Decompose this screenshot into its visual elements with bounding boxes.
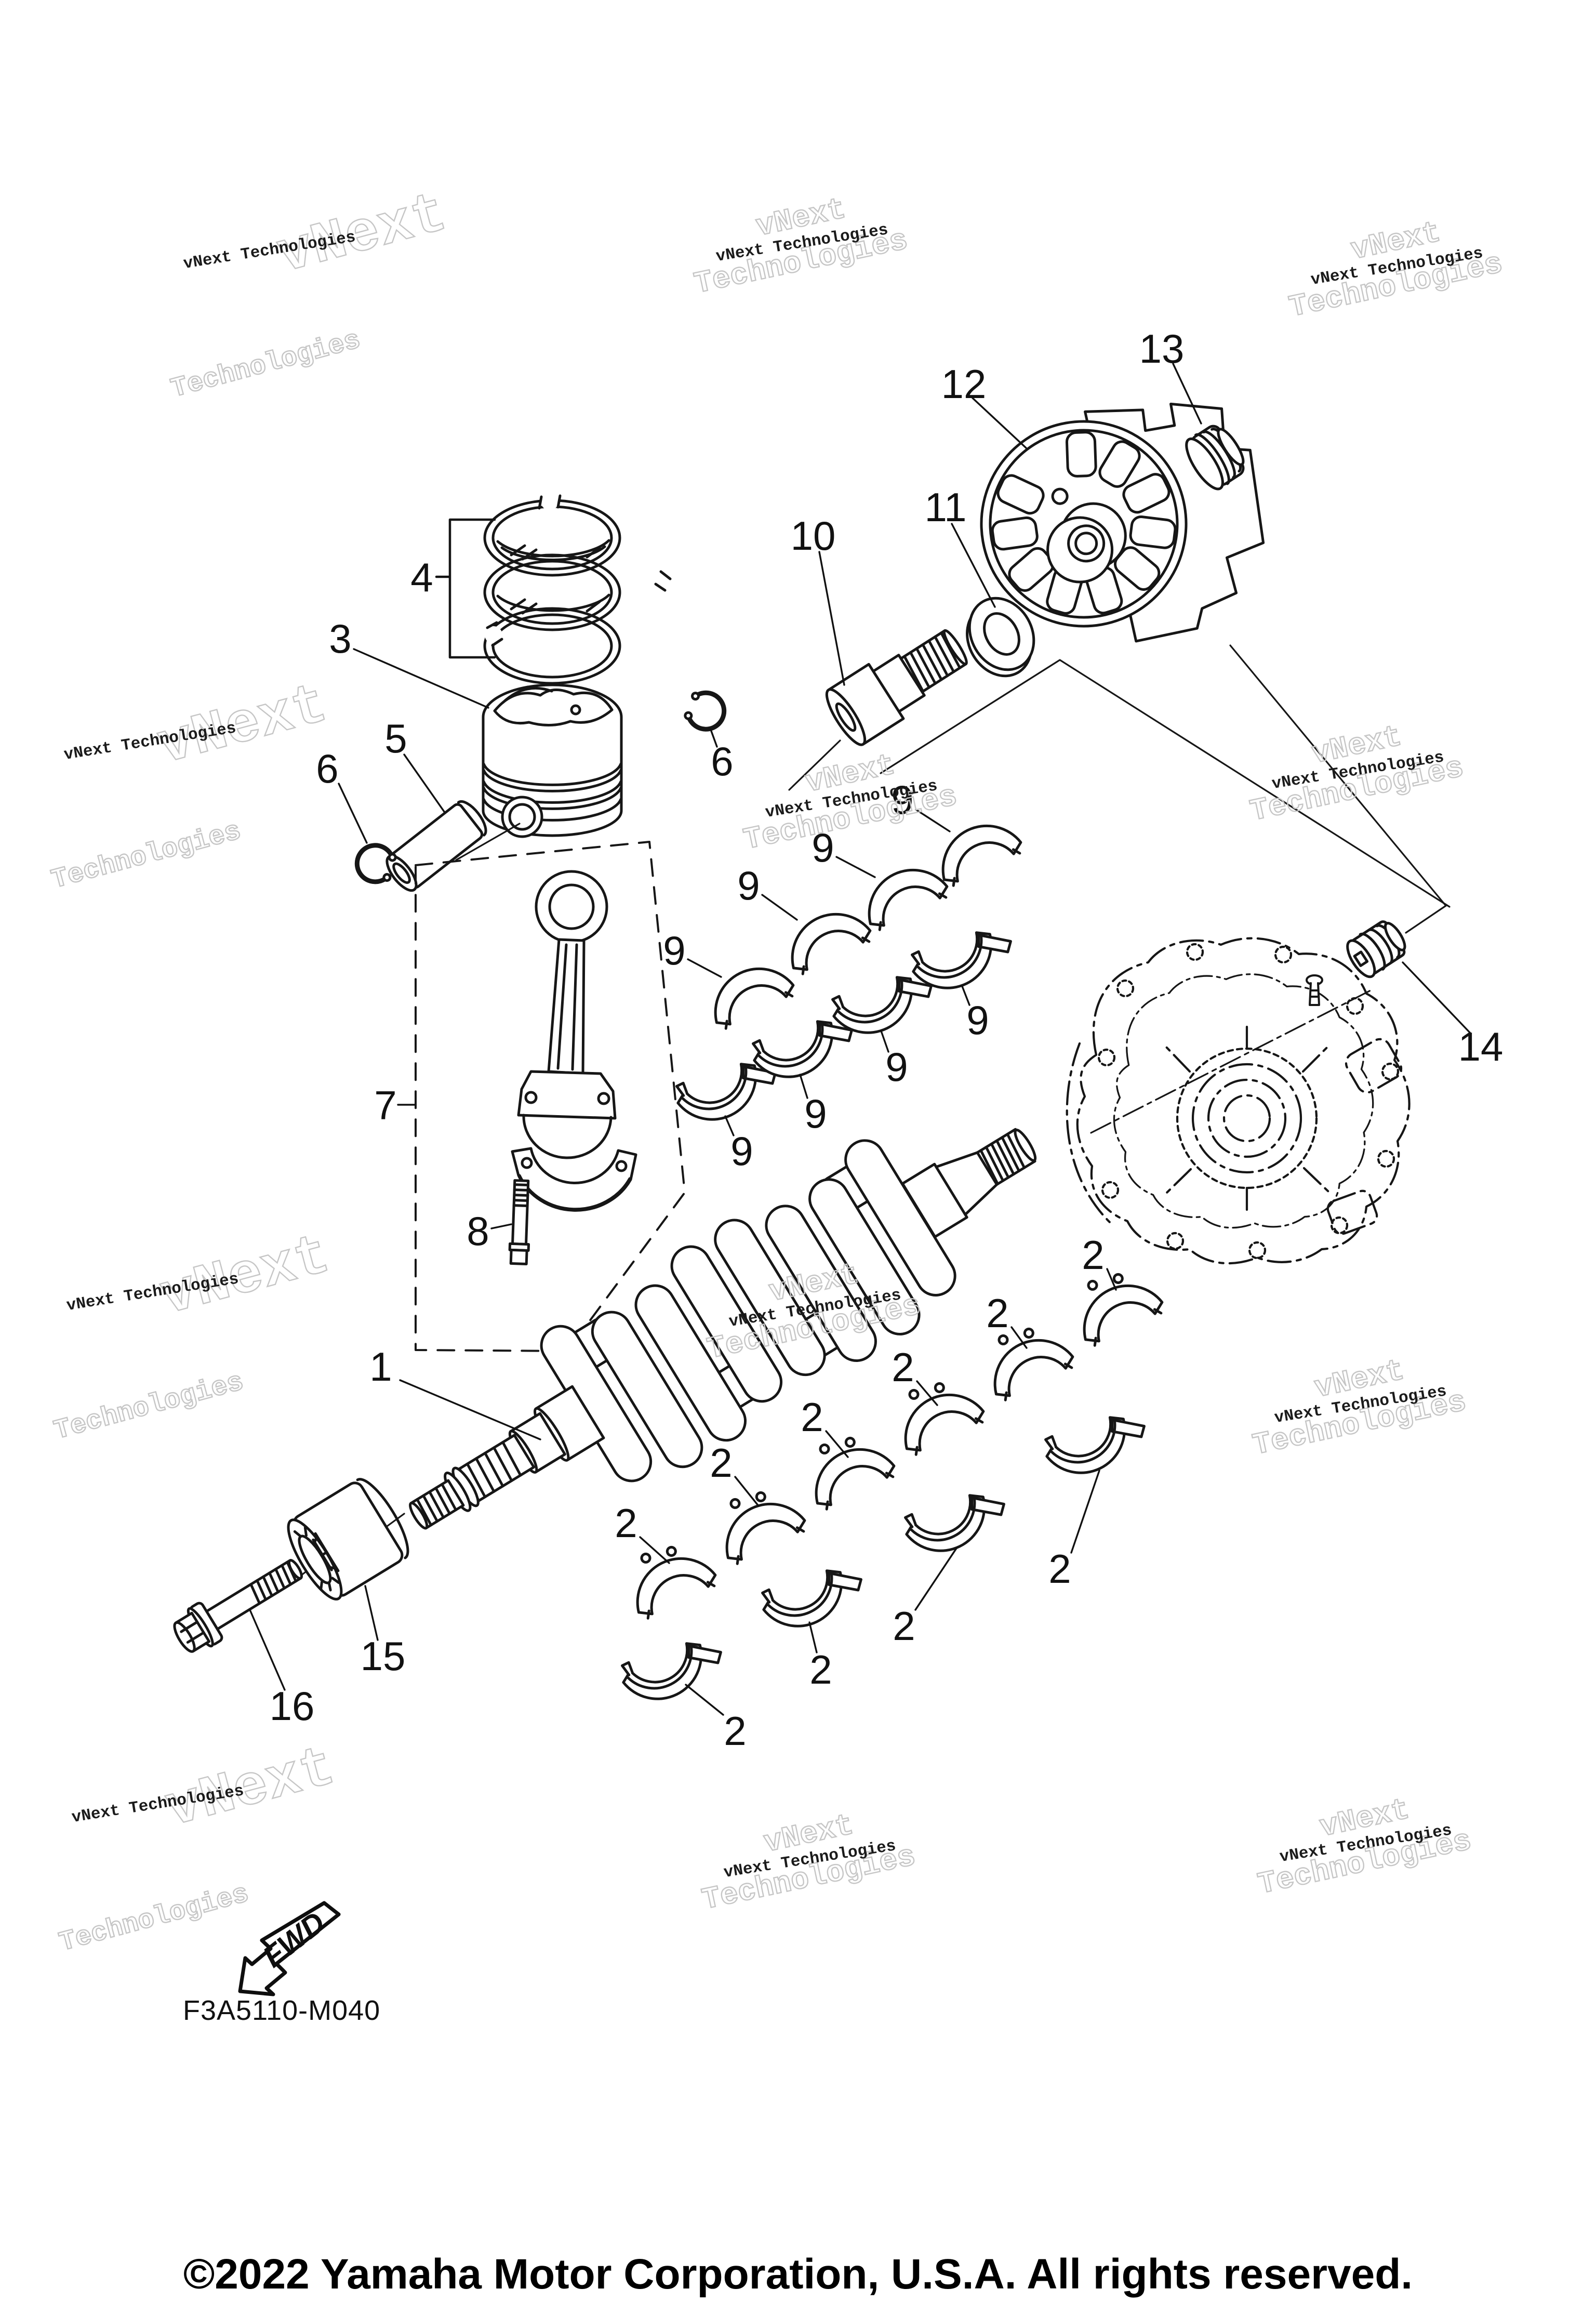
piston-pin (385, 800, 487, 892)
callout-9: 9 (730, 1128, 753, 1174)
callout-leader-5 (403, 753, 445, 813)
callout-leader-16 (249, 1609, 286, 1691)
callout-2: 2 (892, 1344, 914, 1390)
callout-leader-9 (835, 856, 876, 878)
coupling-gear (287, 1478, 409, 1600)
callout-leader-6 (338, 783, 368, 844)
callout-15: 15 (361, 1633, 406, 1679)
callout-leader-2 (685, 1684, 724, 1716)
washer (966, 597, 1035, 678)
shaft-bolt (825, 629, 968, 746)
callout-6: 6 (711, 738, 733, 784)
callout-2: 2 (893, 1603, 915, 1649)
callout-leader-3 (353, 648, 489, 709)
callout-12: 12 (941, 361, 987, 407)
callout-leader-14 (1402, 961, 1471, 1034)
callout-leader-9 (915, 809, 951, 832)
callout-leader-2 (808, 1621, 818, 1653)
callout-4: 4 (410, 554, 433, 600)
copyright-text: ©2022 Yamaha Motor Corporation, U.S.A. A… (183, 2251, 1413, 2298)
callout-leader-9 (799, 1074, 808, 1099)
callout-leader-9 (761, 894, 798, 921)
pin-axis-line (455, 823, 521, 861)
callout-9: 9 (804, 1091, 827, 1136)
callout-2: 2 (809, 1647, 832, 1692)
callout-leader-10 (818, 551, 845, 686)
callout-8: 8 (467, 1208, 489, 1254)
piston-ring-set (435, 493, 675, 685)
callout-leader-2 (1010, 1326, 1028, 1349)
diagram-code: F3A5110-M040 (183, 1995, 381, 2026)
axis-lines (293, 644, 1451, 1582)
piston (482, 683, 623, 838)
callout-leader-2 (734, 1476, 760, 1507)
connecting-rod (511, 870, 637, 1212)
callout-9: 9 (737, 863, 760, 908)
callout-10: 10 (791, 513, 836, 559)
crankshaft (409, 1128, 1037, 1530)
callout-leader-15 (364, 1585, 379, 1641)
callout-2: 2 (801, 1394, 823, 1440)
callout-9: 9 (885, 1044, 908, 1090)
callout-leader-8 (490, 1223, 512, 1229)
callout-leader-6 (710, 729, 718, 748)
callout-13: 13 (1139, 326, 1185, 372)
callout-6: 6 (316, 746, 338, 791)
circlip (354, 843, 397, 884)
callout-leader-2 (825, 1430, 849, 1458)
callout-1: 1 (369, 1344, 392, 1390)
callout-leader-12 (972, 397, 1027, 449)
callout-leader-2 (916, 1380, 938, 1406)
callout-2: 2 (986, 1290, 1008, 1336)
callout-2: 2 (710, 1440, 732, 1486)
callout-2: 2 (1082, 1232, 1104, 1278)
oil-ring (483, 607, 621, 685)
callout-leader-9 (687, 958, 722, 978)
callout-leader-9 (724, 1115, 735, 1136)
oil-plug (1346, 920, 1406, 978)
callout-7: 7 (374, 1082, 396, 1128)
piston-ring (483, 553, 675, 631)
assembly-dashed-box (415, 841, 686, 1352)
callout-9: 9 (891, 777, 913, 823)
callout-11: 11 (925, 484, 967, 530)
circlip (684, 690, 727, 732)
callout-3: 3 (329, 616, 351, 662)
callout-leader-9 (961, 985, 970, 1006)
callout-9: 9 (966, 997, 989, 1043)
callout-leader-2 (914, 1546, 958, 1611)
callout-16: 16 (270, 1683, 315, 1729)
callout-leader-2 (639, 1536, 670, 1564)
drive-coupler (980, 402, 1265, 643)
case-screw (1306, 974, 1323, 1006)
callout-leader-13 (1172, 363, 1202, 425)
callout-2: 2 (1048, 1546, 1071, 1592)
rod-bolt (508, 1179, 530, 1265)
callout-2: 2 (724, 1708, 746, 1754)
callout-5: 5 (384, 716, 407, 761)
callout-leader-2 (1070, 1470, 1100, 1554)
callout-9: 9 (663, 928, 685, 973)
crankcase (1066, 937, 1411, 1265)
callout-leader-2 (1106, 1268, 1117, 1291)
callout-14: 14 (1458, 1024, 1504, 1069)
fwd-arrow-icon: FWD (238, 1901, 341, 1996)
callout-9: 9 (812, 825, 834, 870)
rod-bearing-set (671, 812, 1025, 1134)
piston-ring (483, 493, 621, 577)
damper-plug (1185, 425, 1245, 491)
callout-2: 2 (615, 1500, 637, 1546)
flange-bolt (173, 1559, 303, 1653)
callout-leader-9 (880, 1030, 889, 1053)
callout-leader-1 (399, 1379, 541, 1440)
callout-leader-11 (951, 523, 996, 608)
